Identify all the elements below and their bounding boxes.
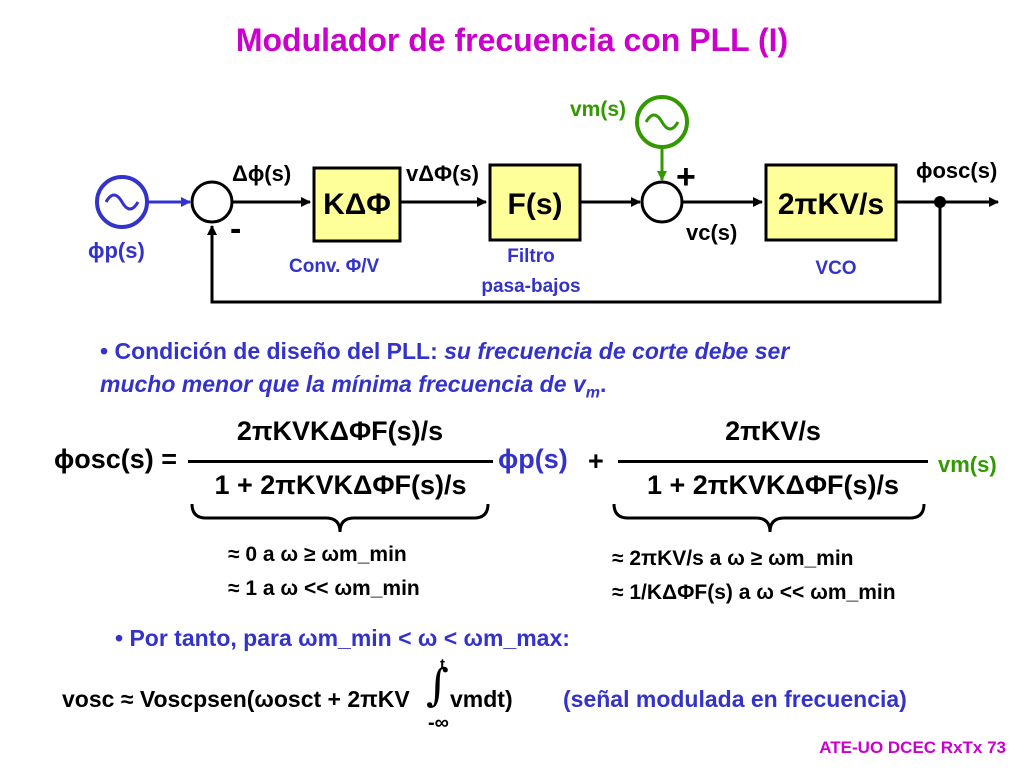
approx-right-1: ≈ 2πKV/s a ω ≥ ωm_min <box>612 547 854 570</box>
phi-osc-label: ϕosc(s) <box>916 158 997 183</box>
final-eq-text: vosc ≈ Voscpsen(ωosct + 2πKV <box>62 686 410 712</box>
integral-lower: -∞ <box>428 712 449 734</box>
filter-caption-2: pasa-bajos <box>481 276 580 297</box>
phi-p-source-icon <box>95 175 149 229</box>
right-brace <box>612 503 926 533</box>
eq-frac2-bar <box>618 460 928 463</box>
kphi-caption: Conv. Φ/V <box>289 256 380 277</box>
phase-error-label: Δϕ(s) <box>232 161 291 186</box>
approx-right-2: ≈ 1/KΔΦF(s) a ω << ωm_min <box>612 581 896 604</box>
eq-frac1-bar <box>188 460 493 463</box>
eq-frac2-den: 1 + 2πKVKΔΦF(s)/s <box>646 470 900 500</box>
bullet-italic-sub: m <box>585 384 600 402</box>
design-condition-bullet: • Condición de diseño del PLL: su frecue… <box>100 335 789 410</box>
block-kphi-text: KΔΦ <box>323 188 391 221</box>
eq-plus: + <box>588 446 604 476</box>
fm-note: (señal modulada en frecuencia) <box>563 686 907 712</box>
pll-block-diagram: KΔΦ F(s) 2πKV/s vm(s) Δϕ(s) vΔΦ(s) ϕosc(… <box>88 95 999 304</box>
bullet-end: . <box>599 371 607 397</box>
bullet-marker: • <box>100 338 109 364</box>
v-phase-label: vΔΦ(s) <box>406 161 479 186</box>
bullet2-text: Por tanto, para ωm_min < ω < ωm_max: <box>129 625 570 651</box>
bullet-italic-2: mucho menor que la mínima frecuencia de … <box>100 371 586 397</box>
slide-footer: ATE-UO DCEC RxTx 73 <box>819 738 1006 757</box>
phase-comparator-junction <box>190 180 234 224</box>
equation-braces <box>190 503 926 533</box>
page-title: Modulador de frecuencia con PLL (I) <box>235 22 789 58</box>
phi-p-label: ϕp(s) <box>88 238 145 263</box>
phase-detector-block <box>312 166 402 243</box>
bullet-lead: Condición de diseño del PLL: <box>114 338 438 364</box>
vc-label: vc(s) <box>686 220 737 245</box>
filter-caption-1: Filtro <box>507 246 555 267</box>
integral-upper: t <box>440 656 445 673</box>
eq-frac2-num: 2πKV/s <box>725 416 821 446</box>
eq-frac1-num: 2πKVKΔΦF(s)/s <box>236 416 444 446</box>
loop-filter-block <box>488 163 582 242</box>
bullet-italic-1: su frecuencia de corte debe ser <box>444 338 790 364</box>
approx-left-1: ≈ 0 a ω ≥ ωm_min <box>228 543 407 566</box>
feedback-path <box>207 202 942 304</box>
vm-label: vm(s) <box>570 98 626 121</box>
range-bullet: • Por tanto, para ωm_min < ω < ωm_max: <box>115 622 570 655</box>
bullet2-marker: • <box>115 625 124 651</box>
left-brace <box>190 503 490 533</box>
eq-frac1-den: 1 + 2πKVKΔΦF(s)/s <box>214 470 467 500</box>
integral-sign-icon: ∫ <box>426 660 449 711</box>
block-filter-text: F(s) <box>508 188 563 221</box>
final-eq-integrand: vmdt) <box>450 686 513 712</box>
eq-lhs: ϕosc(s) = <box>54 444 178 474</box>
minus-sign: - <box>230 210 241 248</box>
plus-sign: + <box>676 158 696 196</box>
eq-rhs-vm: vm(s) <box>938 452 997 477</box>
vm-source-icon <box>635 95 689 149</box>
vco-block <box>764 163 898 242</box>
block-vco-text: 2πKV/s <box>778 188 884 221</box>
approx-left-2: ≈ 1 a ω << ωm_min <box>228 577 420 600</box>
vco-caption: VCO <box>815 258 856 279</box>
eq-mid-phi: ϕp(s) <box>498 444 568 474</box>
